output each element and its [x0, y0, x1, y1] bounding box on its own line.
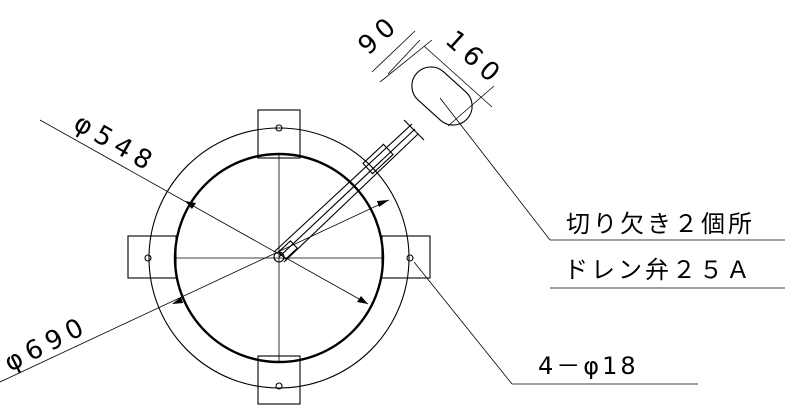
drain-valve [273, 119, 425, 263]
outer-flange-circle [148, 127, 410, 389]
lug-right [381, 235, 431, 279]
center-lines [175, 154, 383, 362]
dim-inner-diameter [39, 119, 369, 305]
cutout-detail [371, 30, 495, 127]
note-holes: 4－φ18 [538, 352, 639, 380]
lug-bottom [257, 355, 301, 405]
dim-outer-diameter [0, 199, 390, 383]
label-dim-90: 90 [353, 9, 407, 61]
label-dim-160: 160 [439, 25, 509, 93]
note-drain: ドレン弁２５Ａ [564, 256, 753, 284]
lug-left [127, 235, 177, 279]
bolt-hole-left [144, 254, 152, 262]
bolt-hole-right [406, 254, 414, 262]
note-cutout: 切り欠き２個所 [566, 210, 755, 238]
note-leaders [413, 97, 785, 385]
lug-top [257, 109, 301, 159]
bolt-hole-bottom [275, 382, 283, 390]
